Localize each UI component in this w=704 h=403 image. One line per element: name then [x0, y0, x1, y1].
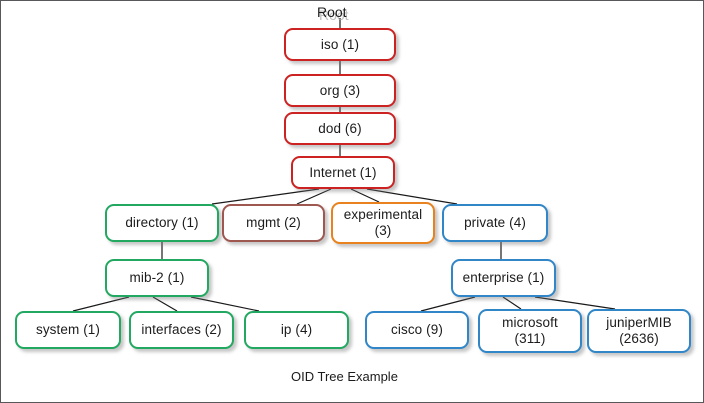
figure-caption: OID Tree Example: [291, 369, 398, 384]
node-experimental[interactable]: experimental (3): [331, 202, 435, 244]
node-label-enterprise: enterprise (1): [462, 270, 545, 286]
node-dod[interactable]: dod (6): [284, 112, 396, 145]
node-cisco[interactable]: cisco (9): [365, 311, 469, 349]
node-juniperMIB[interactable]: juniperMIB (2636): [587, 309, 691, 353]
edge-mib2-to-interfaces: [152, 296, 178, 312]
edge-group: [72, 18, 616, 312]
node-label-microsoft: microsoft (311): [502, 315, 558, 346]
node-label-cisco: cisco (9): [391, 322, 443, 338]
node-label-org: org (3): [319, 82, 361, 98]
node-system[interactable]: system (1): [15, 311, 121, 349]
node-iso[interactable]: iso (1): [284, 28, 396, 61]
node-label-iso: iso (1): [320, 36, 360, 52]
node-ip[interactable]: ip (4): [244, 311, 349, 349]
node-label-juniperMIB: juniperMIB (2636): [606, 315, 672, 346]
node-label-system: system (1): [35, 322, 100, 338]
node-private[interactable]: private (4): [442, 204, 548, 242]
edge-internet-to-private: [366, 188, 458, 205]
node-mgmt[interactable]: mgmt (2): [222, 204, 325, 242]
node-internet[interactable]: Internet (1): [291, 156, 395, 189]
node-label-mgmt: mgmt (2): [246, 215, 301, 231]
edge-mib2-to-system: [72, 296, 130, 312]
edge-mib2-to-ip: [190, 296, 260, 312]
node-label-internet: Internet (1): [309, 164, 377, 180]
node-label-private: private (4): [464, 215, 526, 231]
edge-enterprise-to-juniperMIB: [534, 296, 616, 310]
node-label-dod: dod (6): [318, 120, 362, 136]
node-org[interactable]: org (3): [284, 74, 396, 107]
edge-enterprise-to-microsoft: [502, 296, 522, 310]
node-mib2[interactable]: mib-2 (1): [105, 259, 209, 297]
node-label-ip: ip (4): [280, 322, 313, 338]
node-microsoft[interactable]: microsoft (311): [478, 309, 582, 353]
node-label-interfaces: interfaces (2): [141, 322, 222, 338]
node-label-experimental: experimental (3): [343, 207, 423, 238]
node-interfaces[interactable]: interfaces (2): [129, 311, 234, 349]
edge-internet-to-directory: [211, 188, 320, 205]
edge-enterprise-to-cisco: [420, 296, 476, 312]
node-enterprise[interactable]: enterprise (1): [451, 259, 556, 297]
node-label-directory: directory (1): [125, 215, 199, 231]
edge-internet-to-experimental: [350, 188, 380, 203]
root-label: Root: [317, 4, 347, 20]
edge-internet-to-mgmt: [296, 188, 332, 205]
node-label-mib2: mib-2 (1): [129, 270, 185, 286]
node-directory[interactable]: directory (1): [105, 204, 219, 242]
